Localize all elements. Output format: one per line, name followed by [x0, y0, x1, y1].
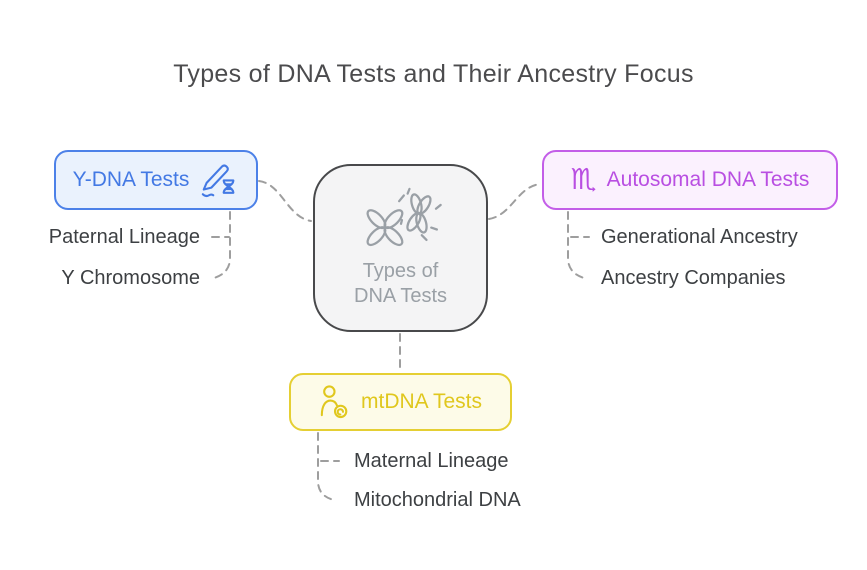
node-autosomal-label: Autosomal DNA Tests — [606, 168, 810, 191]
mother-child-icon — [319, 383, 351, 421]
branch-autosomal-stem — [567, 211, 585, 279]
node-ydna-tests[interactable]: Y-DNA Tests — [54, 150, 258, 210]
leaf-y-chromosome: Y Chromosome — [61, 267, 200, 289]
node-autosomal-dna-tests[interactable]: ♏ Autosomal DNA Tests — [542, 150, 838, 210]
hub-label: Types of DNA Tests — [354, 259, 447, 309]
diagram-title: Types of DNA Tests and Their Ancestry Fo… — [173, 60, 694, 88]
connector-hub-to-autosomal — [488, 183, 541, 220]
connector-hub-to-ydna — [258, 180, 312, 222]
node-mtdna-label: mtDNA Tests — [361, 390, 482, 413]
hub-label-line1: Types of — [362, 260, 439, 282]
node-ydna-label: Y-DNA Tests — [72, 168, 190, 191]
chromosomes-icon — [355, 187, 447, 255]
leaf-maternal-lineage: Maternal Lineage — [354, 450, 509, 472]
node-mtdna-tests[interactable]: mtDNA Tests — [289, 373, 512, 431]
branch-ydna-stem — [213, 211, 231, 279]
pen-dna-icon — [199, 160, 239, 200]
leaf-paternal-lineage: Paternal Lineage — [48, 226, 200, 248]
leaf-ancestry-companies: Ancestry Companies — [601, 267, 786, 289]
leaf-mitochondrial-dna: Mitochondrial DNA — [354, 489, 521, 511]
hub-label-line2: DNA Tests — [354, 285, 447, 307]
hub-node[interactable]: Types of DNA Tests — [313, 164, 488, 332]
scorpio-icon: ♏ — [570, 161, 597, 196]
leaf-generational-ancestry: Generational Ancestry — [601, 226, 798, 248]
branch-mtdna-stem — [317, 432, 335, 501]
